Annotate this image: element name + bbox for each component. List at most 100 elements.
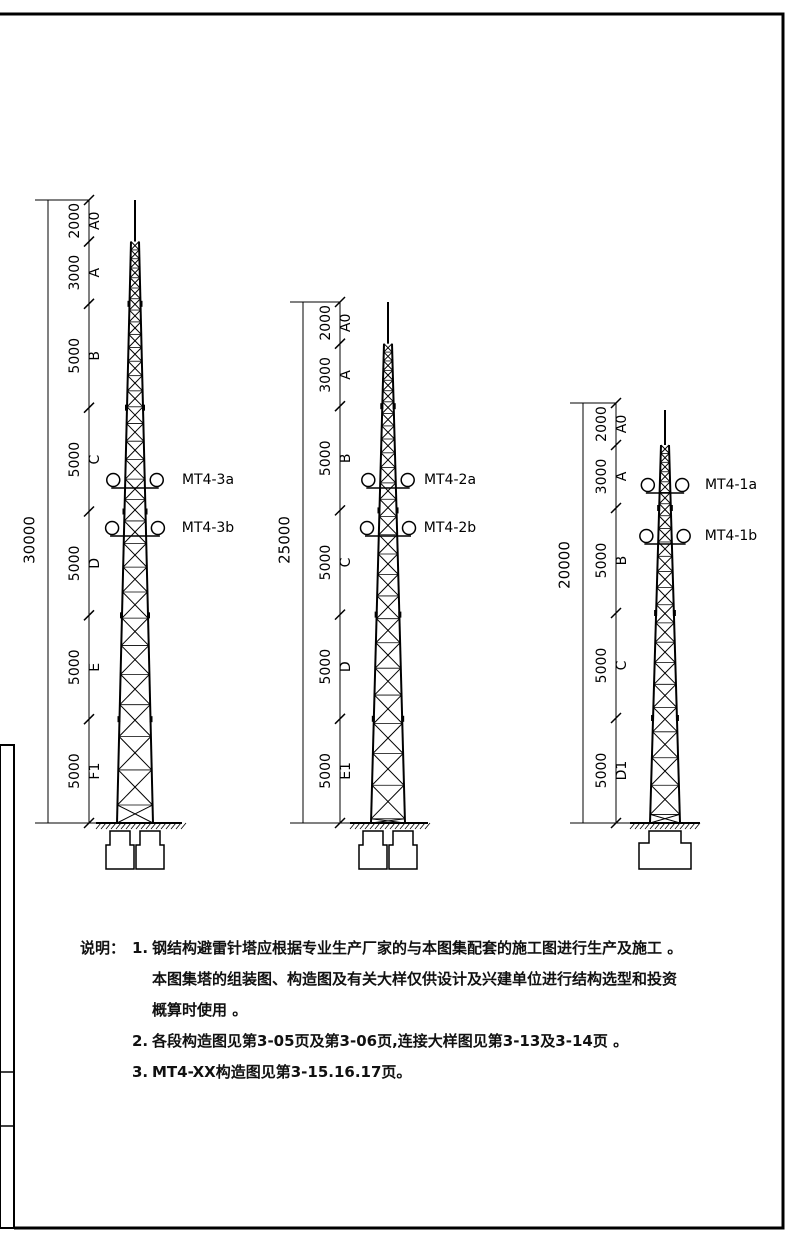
- mount-circle: [359, 520, 375, 536]
- lattice-brace: [125, 423, 144, 442]
- note-text: MT4-XX构造图见第3-15.16.17页。: [152, 1063, 412, 1081]
- flange-joint: [122, 508, 126, 515]
- dimension-tick: [334, 817, 346, 829]
- mount-circle: [401, 520, 417, 536]
- ground-hatch: [155, 822, 162, 830]
- note-item-1-line-2: 本图集塔的组装图、构造图及有关大样仅供设计及兴建单位进行结构选型和投资: [80, 964, 770, 995]
- flange-joint: [669, 505, 673, 511]
- lattice-brace: [380, 438, 395, 454]
- mount-label: MT4-1b: [705, 528, 757, 544]
- lattice-brace: [381, 413, 395, 427]
- lattice-brace: [117, 769, 153, 806]
- lattice-brace: [376, 574, 399, 597]
- mount-circle: [400, 472, 415, 488]
- ground-hatch: [150, 822, 157, 830]
- tower-leg: [649, 444, 662, 824]
- lattice-brace: [127, 347, 142, 362]
- segment-dimension-label: 2000: [67, 203, 83, 239]
- lattice-brace: [128, 298, 141, 311]
- lattice-brace: [378, 498, 397, 517]
- ground-hatch: [679, 822, 686, 830]
- note-text: 本图集塔的组装图、构造图及有关大样仅供设计及兴建单位进行结构选型和投资: [152, 970, 678, 988]
- dimension-tick: [83, 194, 95, 206]
- segment-dimension-label: 2000: [318, 305, 334, 341]
- lattice-brace: [122, 566, 148, 593]
- note-text: 概算时使用 。: [152, 1001, 248, 1019]
- design-notes: 说明： 1. 钢结构避雷针塔应根据专业生产厂家的与本图集配套的施工图进行生产及施…: [80, 933, 770, 1088]
- ground-hatch: [644, 822, 651, 830]
- lattice-brace: [126, 390, 143, 408]
- dimension-tick: [334, 713, 346, 725]
- note-item-3: 3. MT4-XX构造图见第3-15.16.17页。: [80, 1057, 770, 1088]
- lattice-brace: [129, 267, 140, 279]
- segment-letter-label: A0: [338, 314, 354, 332]
- segment-dimension-label: 5000: [67, 338, 83, 374]
- ground-hatch: [160, 822, 167, 830]
- lattice-brace: [117, 769, 153, 806]
- drawing-frame: [0, 12, 785, 1230]
- segment-dimension-label: 5000: [594, 648, 610, 684]
- segment-letter-label: B: [338, 453, 354, 463]
- flange-joint: [651, 715, 655, 721]
- dimension-tick: [83, 298, 95, 310]
- note-item-1-line-3: 概算时使用 。: [80, 995, 770, 1026]
- segment-letter-label: D: [87, 558, 103, 569]
- lattice-brace: [125, 440, 145, 461]
- ground-hatch: [654, 822, 661, 830]
- dimension-tick: [83, 713, 95, 725]
- lattice-brace: [120, 617, 149, 646]
- ground-hatch: [145, 822, 152, 830]
- note-number: 2.: [132, 1032, 149, 1050]
- ground-hatch: [394, 822, 401, 830]
- lattice-brace: [659, 461, 670, 473]
- lattice-brace: [651, 757, 680, 786]
- lattice-brace: [382, 369, 394, 381]
- flange-joint: [117, 716, 121, 723]
- lattice-brace: [123, 520, 147, 544]
- ground-hatch: [359, 822, 366, 830]
- lattice-brace: [130, 258, 140, 269]
- lattice-brace: [120, 674, 151, 706]
- lattice-brace: [376, 595, 400, 620]
- ground-hatch: [629, 822, 636, 830]
- ground-hatch: [379, 822, 386, 830]
- lattice-brace: [121, 591, 148, 619]
- lattice-brace: [374, 694, 403, 724]
- ground-hatch: [354, 822, 361, 830]
- ground-hatch: [649, 822, 656, 830]
- lattice-brace: [381, 425, 395, 440]
- lattice-brace: [129, 287, 141, 300]
- segment-dimension-label: 3000: [594, 459, 610, 495]
- lattice-brace: [373, 694, 402, 724]
- segment-letter-label: D: [338, 661, 354, 672]
- mount-circle: [640, 477, 656, 493]
- segment-dimension-label: 5000: [318, 649, 334, 685]
- flange-joint: [139, 300, 143, 307]
- flange-joint: [377, 507, 381, 514]
- ground-hatch: [689, 822, 696, 830]
- lattice-brace: [382, 360, 393, 371]
- segment-letter-label: F1: [87, 763, 103, 780]
- note-item-1: 说明： 1. 钢结构避雷针塔应根据专业生产厂家的与本图集配套的施工图进行生产及施…: [80, 933, 770, 964]
- lattice-brace: [128, 321, 142, 335]
- ground-hatch: [399, 822, 406, 830]
- ground-hatch: [125, 822, 132, 830]
- lattice-brace: [649, 813, 680, 824]
- lattice-brace: [379, 482, 397, 500]
- segment-letter-label: B: [87, 351, 103, 361]
- lattice-brace: [128, 309, 142, 323]
- lattice-brace: [124, 459, 145, 480]
- lattice-brace: [372, 753, 405, 786]
- lattice-brace: [371, 784, 406, 820]
- ground-hatch: [419, 822, 426, 830]
- flange-joint: [147, 612, 150, 619]
- ground-hatch: [374, 822, 381, 830]
- lattice-brace: [659, 481, 671, 493]
- note-text: 钢结构避雷针塔应根据专业生产厂家的与本图集配套的施工图进行生产及施工 。: [152, 939, 683, 957]
- lattice-brace: [659, 471, 671, 483]
- lattice-brace: [649, 784, 680, 815]
- segment-dimension-label: 5000: [67, 546, 83, 582]
